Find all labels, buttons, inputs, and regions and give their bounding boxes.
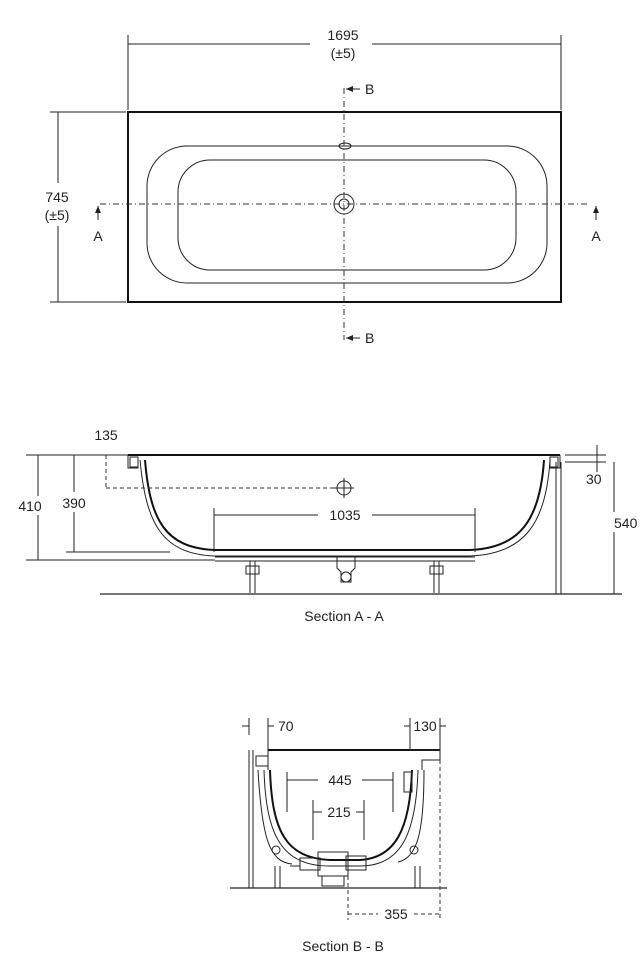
dim-390: 390	[62, 495, 86, 511]
dim-355: 355	[384, 906, 408, 922]
section-aa-view: 135 410 390 1035 30 540 Section A - A	[18, 427, 637, 624]
dim-410: 410	[18, 498, 42, 514]
basin-floor-outline	[177, 159, 517, 271]
dim-445: 445	[328, 772, 352, 788]
plan-width-label: 745	[45, 189, 69, 205]
section-bb-caption: Section B - B	[302, 938, 384, 954]
dim-215: 215	[327, 804, 351, 820]
dim-130: 130	[413, 718, 437, 734]
section-b-marker-top: B	[365, 81, 374, 97]
dim-135: 135	[94, 427, 118, 443]
plan-view: 1695 (±5) 745 (±5) A A B B	[45, 27, 602, 346]
section-b-marker-bottom: B	[365, 330, 374, 346]
section-aa-caption: Section A - A	[304, 608, 384, 624]
dim-1035: 1035	[329, 507, 360, 523]
section-a-marker-right: A	[591, 228, 601, 244]
section-a-marker-left: A	[93, 228, 103, 244]
plan-width-tolerance: (±5)	[45, 207, 70, 223]
section-bb-view: 70 130 445 215 355 Section B - B	[230, 718, 447, 954]
basin-outer-outline	[146, 145, 548, 284]
dim-540: 540	[614, 515, 638, 531]
dim-30: 30	[586, 471, 602, 487]
plan-length-label: 1695	[327, 27, 358, 43]
drain-icon	[333, 193, 355, 215]
plan-length-tolerance: (±5)	[331, 45, 356, 61]
dim-70: 70	[278, 718, 294, 734]
